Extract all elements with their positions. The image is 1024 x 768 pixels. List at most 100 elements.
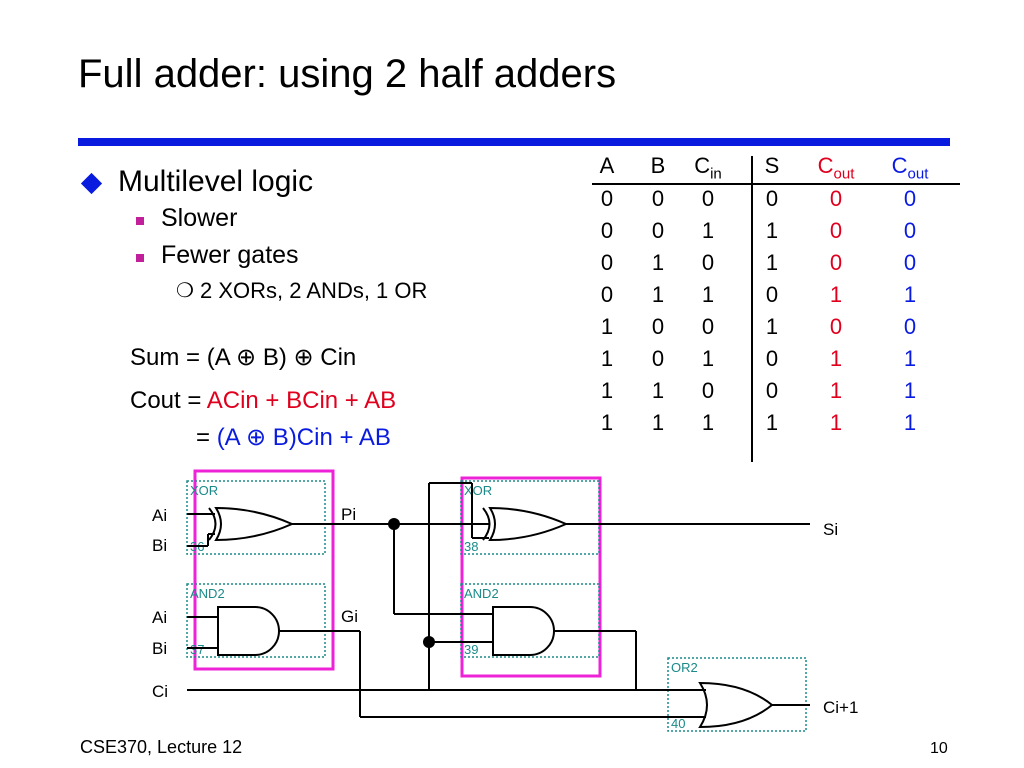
label-ai-2: Ai: [152, 608, 167, 627]
truth-table-header: Cin: [683, 153, 733, 182]
truth-table-cell: 0: [829, 250, 843, 275]
cout-label: Cout =: [130, 387, 207, 414]
truth-table-cell: 1: [651, 410, 665, 435]
truth-table-cell: 0: [600, 282, 614, 307]
truth-table-cell: 0: [651, 186, 665, 211]
junction-dot-pi: [388, 518, 400, 530]
xor-gate-label-1: XOR: [190, 483, 218, 498]
page-number: 10: [930, 740, 948, 757]
truth-table-cell: 0: [600, 218, 614, 243]
and-gate-1-body: [217, 606, 280, 656]
xor-gate-number-2: 38: [464, 539, 478, 554]
and-gate-box-37: [186, 583, 326, 658]
truth-table-cell: 1: [701, 218, 715, 243]
and-gate-label-1: AND2: [190, 586, 225, 601]
truth-table-header-text: C: [891, 153, 908, 178]
and-gate-2-body: [492, 606, 555, 656]
truth-table-cell: 0: [765, 186, 779, 211]
truth-table-cell: 1: [701, 346, 715, 371]
xor-gate-box-36: [186, 480, 326, 555]
label-si: Si: [823, 520, 838, 539]
truth-table-cell: 1: [651, 250, 665, 275]
square-bullet-icon: [136, 217, 144, 225]
sub-bullet-fewer-gates: Fewer gates: [161, 241, 299, 269]
truth-table-cell: 0: [701, 250, 715, 275]
truth-table-header: Cout: [811, 153, 861, 182]
junction-dot-ci: [423, 636, 435, 648]
label-gi: Gi: [341, 607, 358, 626]
cout-expression-sop: ACin + BCin + AB: [206, 387, 397, 414]
half-adder-1-highlight: [193, 469, 335, 671]
truth-table-cell: 1: [651, 378, 665, 403]
square-bullet-icon: [136, 254, 144, 262]
truth-table-header-text: A: [599, 153, 615, 178]
truth-table-cell: 1: [765, 314, 779, 339]
truth-table-header-subscript: in: [710, 165, 722, 183]
truth-table-cell: 0: [701, 186, 715, 211]
cout-equation-line2: = (A ⊕ B)Cin + AB: [196, 423, 391, 452]
truth-table-cell: 0: [765, 378, 779, 403]
truth-table-cell: 0: [600, 186, 614, 211]
truth-table-cell: 1: [600, 410, 614, 435]
truth-table-cell: 1: [903, 378, 917, 403]
truth-table-cell: 1: [600, 314, 614, 339]
truth-table-cell: 1: [903, 346, 917, 371]
and-gate-label-2: AND2: [464, 586, 499, 601]
cout-equation-line1: Cout = ACin + BCin + AB: [130, 387, 396, 415]
truth-table-cell: 1: [903, 282, 917, 307]
truth-table-cell: 1: [600, 346, 614, 371]
truth-table-cell: 1: [600, 378, 614, 403]
pen-bullet-icon: ❍: [176, 280, 194, 302]
truth-table-cell: 1: [765, 410, 779, 435]
label-ci: Ci: [152, 682, 168, 701]
truth-table-cell: 0: [651, 314, 665, 339]
sub-sub-bullet-gate-count: 2 XORs, 2 ANDs, 1 OR: [200, 278, 428, 303]
truth-table-cell: 0: [765, 346, 779, 371]
xor-gate-1-back-arc: [208, 507, 217, 541]
bullet-multilevel-logic: Multilevel logic: [118, 165, 314, 198]
truth-table-header-subscript: out: [907, 165, 929, 183]
or-gate-box-40: [667, 657, 807, 732]
or-gate-number: 40: [671, 716, 685, 731]
truth-table-header-text: S: [764, 153, 780, 178]
truth-table-cell: 0: [651, 218, 665, 243]
truth-table-header-text: C: [694, 153, 711, 178]
or-gate-body: [698, 681, 774, 729]
truth-table-cell: 1: [701, 282, 715, 307]
cout-expression-factored: (A ⊕ B)Cin + AB: [216, 424, 391, 451]
truth-table-cell: 0: [903, 250, 917, 275]
xor-gate-box-38: [460, 480, 600, 555]
truth-table-cell: 1: [651, 282, 665, 307]
xor-gate-2-body: [488, 506, 569, 542]
xor-gate-1-body: [214, 506, 295, 542]
and-gate-number-1: 37: [190, 642, 204, 657]
truth-table-cell: 0: [600, 250, 614, 275]
cout-equals-sign: =: [196, 424, 217, 451]
label-bi-2: Bi: [152, 639, 167, 658]
half-adder-2-highlight: [460, 476, 602, 678]
truth-table-header-text: B: [650, 153, 666, 178]
truth-table-header: S: [747, 153, 797, 179]
truth-table-cell: 1: [829, 282, 843, 307]
truth-table-cell: 0: [701, 314, 715, 339]
and-gate-box-39: [460, 583, 600, 658]
footer-lecture: CSE370, Lecture 12: [80, 737, 243, 757]
and-gate-number-2: 39: [464, 642, 478, 657]
sum-equation: Sum = (A ⊕ B) ⊕ Cin: [130, 344, 357, 371]
truth-table-cell: 1: [829, 378, 843, 403]
truth-table-cell: 1: [765, 218, 779, 243]
truth-table-cell: 0: [829, 314, 843, 339]
xor-gate-label-2: XOR: [464, 483, 492, 498]
truth-table-cell: 0: [651, 346, 665, 371]
truth-table-cell: 1: [829, 410, 843, 435]
truth-table-cell: 1: [701, 410, 715, 435]
truth-table-cell: 1: [765, 250, 779, 275]
slide-title: Full adder: using 2 half adders: [78, 52, 617, 96]
truth-table-cell: 0: [903, 314, 917, 339]
truth-table-header: B: [633, 153, 683, 179]
truth-table-cell: 0: [903, 186, 917, 211]
sub-bullet-slower: Slower: [161, 204, 238, 232]
truth-table-header: Cout: [885, 153, 935, 182]
